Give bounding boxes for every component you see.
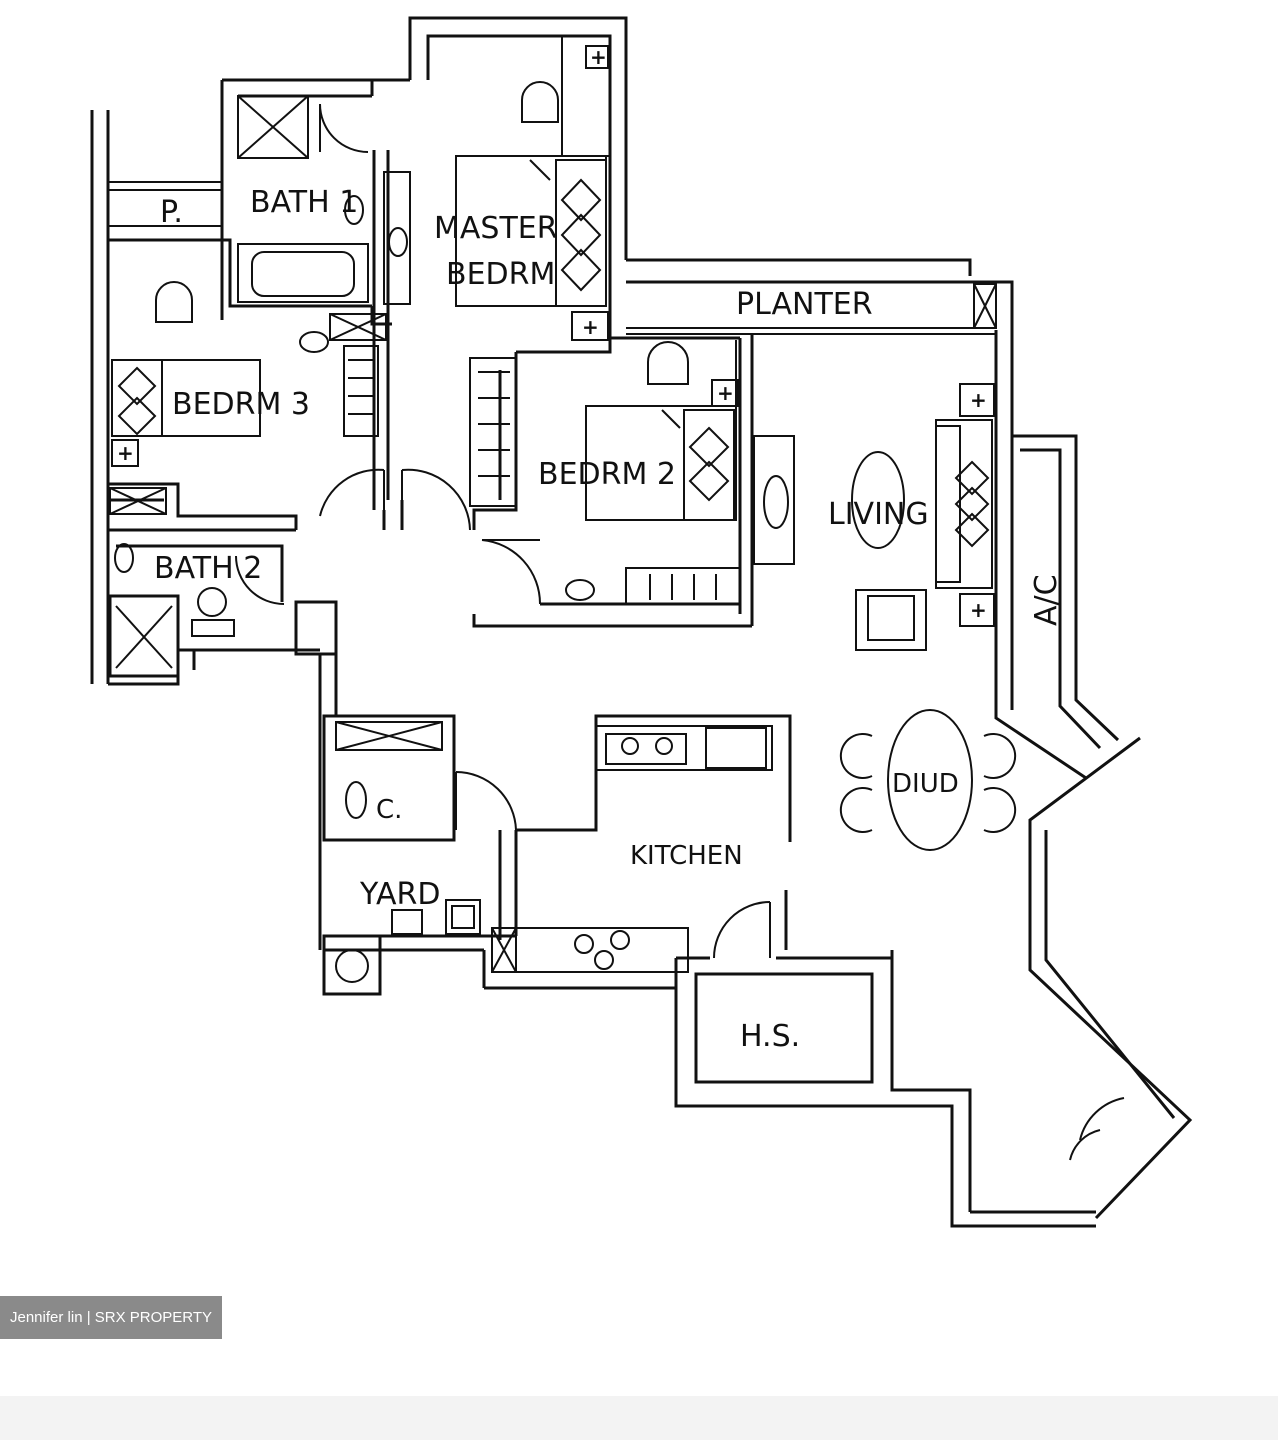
doors <box>235 103 1125 1161</box>
label-yard: YARD <box>359 877 440 912</box>
label-bedrm3: BEDRM 3 <box>172 387 310 422</box>
power-point-icon: + <box>970 598 987 622</box>
label-ac: A/C <box>1029 574 1064 626</box>
power-point-icon: + <box>117 441 134 465</box>
power-point-icon: + <box>582 315 599 339</box>
power-points: + + + + + + <box>111 45 995 627</box>
label-hs: H.S. <box>740 1019 800 1054</box>
walls <box>90 16 1193 1228</box>
label-bedrm2: BEDRM 2 <box>538 457 676 492</box>
label-kitchen: KITCHEN <box>630 841 743 871</box>
watermark-credit: Jennifer lin | SRX PROPERTY <box>0 1296 223 1339</box>
label-master-line1: MASTER <box>434 211 558 246</box>
label-dining: DIUD <box>892 769 959 799</box>
power-point-icon: + <box>590 45 607 69</box>
label-master-line2: BEDRM <box>446 257 555 292</box>
label-bath1: BATH 1 <box>250 185 358 220</box>
label-planter: PLANTER <box>736 287 873 322</box>
label-bath2: BATH 2 <box>154 551 262 586</box>
label-wc: C. <box>376 795 402 825</box>
label-living: LIVING <box>828 497 929 532</box>
power-point-icon: + <box>717 381 734 405</box>
room-labels: BATH 1 P. MASTER BEDRM PLANTER BEDRM 3 B… <box>154 185 1064 1054</box>
power-point-icon: + <box>970 388 987 412</box>
fixtures <box>109 35 1017 983</box>
label-p: P. <box>160 195 183 230</box>
bottom-band <box>0 1396 1278 1440</box>
